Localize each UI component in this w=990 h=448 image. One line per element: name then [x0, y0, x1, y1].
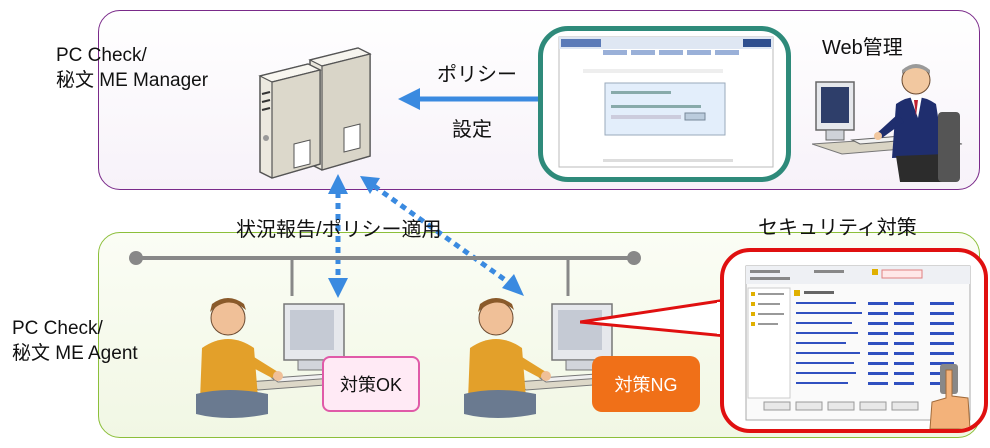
report-arrows-icon: [328, 174, 524, 298]
web-admin-label: Web管理: [822, 37, 903, 59]
security-label: セキュリティ対策: [758, 217, 917, 239]
agent-label: PC Check/ 秘文 ME Agent: [12, 316, 138, 366]
status-ok-badge: 対策OK: [322, 356, 420, 412]
policy-arrow-icon: [398, 88, 548, 110]
security-check-bubble: [720, 248, 988, 433]
manager-label: PC Check/ 秘文 ME Manager: [56, 43, 208, 93]
policy-label-line1: ポリシー: [437, 64, 517, 86]
security-check-screenshot: [745, 265, 971, 429]
manager-label-line2: 秘文 ME Manager: [56, 70, 209, 91]
security-callout-pointer: [580, 298, 728, 338]
admin-person-icon: [812, 64, 963, 182]
agent-label-line1: PC Check/: [12, 318, 103, 339]
network-line: [129, 251, 641, 296]
web-admin-screenshot: [558, 36, 774, 168]
status-ng-badge: 対策NG: [592, 356, 700, 412]
agent-pc-ok-icon: [196, 298, 368, 418]
agent-label-line2: 秘文 ME Agent: [12, 343, 138, 364]
web-admin-screen-bubble: [538, 26, 791, 182]
server-icon: [258, 47, 372, 179]
manager-label-line1: PC Check/: [56, 45, 147, 66]
network-label: 状況報告/ポリシー適用: [236, 219, 442, 241]
policy-label-line2: 設定: [452, 119, 492, 141]
agent-pc-ng-icon: [464, 298, 636, 418]
